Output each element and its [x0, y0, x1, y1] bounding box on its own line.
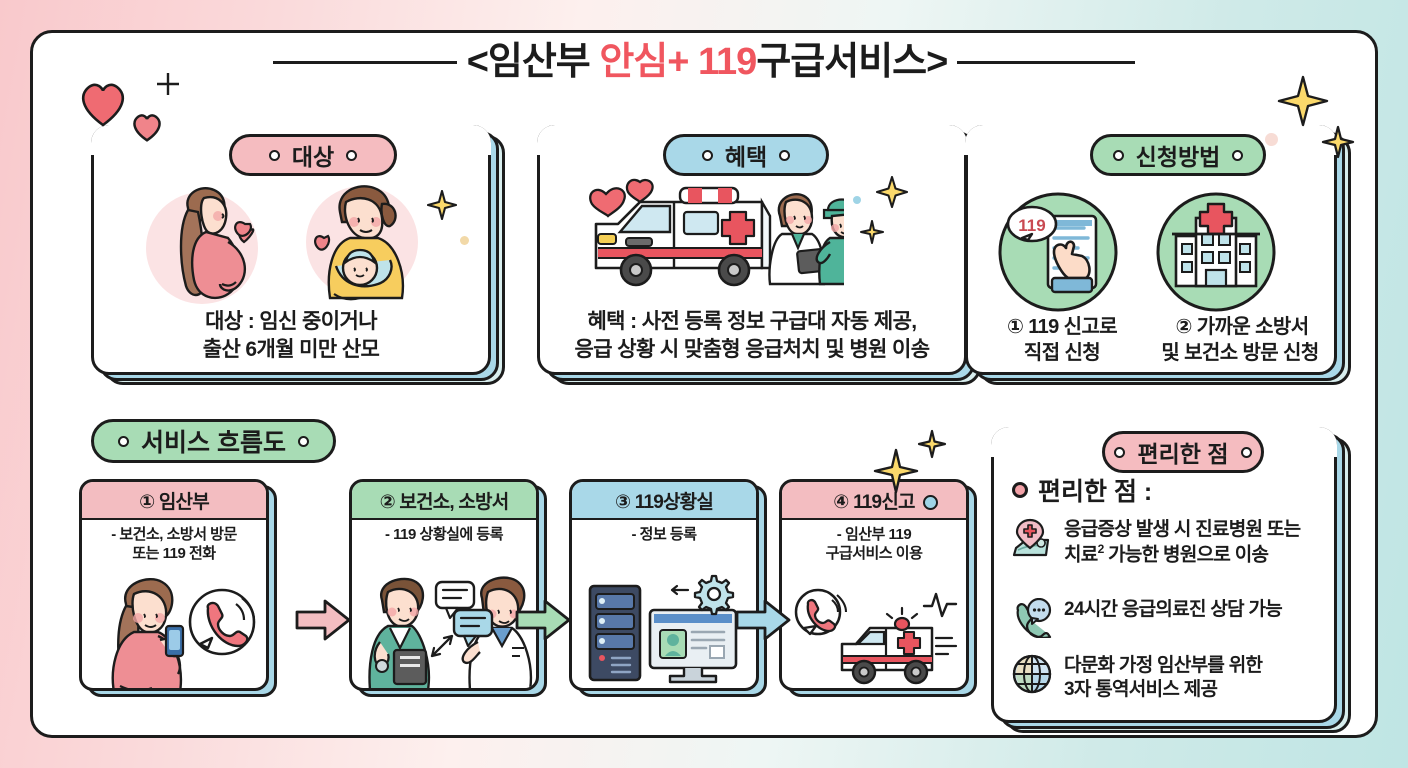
apply-option2-line1: ② 가까운 소방서	[1175, 316, 1309, 338]
badge-dot-right	[346, 149, 358, 161]
convenience-item-1: 응급증상 발생 시 진료병원 또는 치료2 가능한 병원으로 이송	[1012, 518, 1324, 568]
staff-consultation-illustration	[368, 576, 533, 688]
flow-arrow-3	[735, 599, 791, 641]
ambulance-call-illustration	[794, 588, 958, 685]
infographic-frame: <임산부 안심+ 119구급서비스>	[30, 30, 1378, 738]
benefit-text-line1: 혜택 : 사전 등록 정보 구급대 자동 제공,	[587, 310, 917, 333]
benefit-text-line2: 응급 상황 시 맞춤형 응급처치 및 병원 이송	[574, 338, 930, 361]
convenience-item-3-line2: 3자 통역서비스 제공	[1064, 679, 1218, 701]
bullet-ring-icon	[1012, 482, 1028, 498]
map-pin-hospital-icon	[1012, 518, 1050, 557]
apply-badge: 신청방법	[1090, 134, 1266, 176]
step-4: ④ 119신고 - 임산부 119 구급서비스 이용	[779, 479, 969, 691]
globe-icon	[1012, 654, 1052, 694]
convenience-item-2: 24시간 응급의료진 상담 가능	[1012, 598, 1324, 638]
badge-dot-right	[1240, 446, 1252, 458]
step-2-header: ② 보건소, 소방서	[352, 482, 536, 520]
mother-baby-illustration	[306, 185, 418, 301]
title-container: <임산부 안심+ 119구급서비스>	[33, 31, 1381, 93]
star-sparkle-small-icon-flow	[917, 429, 947, 459]
conv-item-1-line2a: 치료	[1064, 544, 1098, 566]
convenience-item-1-text: 응급증상 발생 시 진료병원 또는 치료2 가능한 병원으로 이송	[1064, 518, 1301, 568]
badge-dot-left	[1112, 149, 1124, 161]
step-3: ③ 119상황실 - 정보 등록	[569, 479, 759, 691]
page-title: <임산부 안심+ 119구급서비스>	[456, 41, 958, 83]
benefit-card: 혜택 : 사전 등록 정보 구급대 자동 제공, 응급 상황 시 맞춤형 응급처…	[537, 125, 967, 375]
flow-badge: 서비스 흐름도	[91, 419, 336, 463]
star-sparkle-small-icon-card2	[860, 220, 884, 244]
badge-dot-left	[268, 149, 280, 161]
dot-decoration-gold	[460, 236, 469, 245]
badge-dot-right	[779, 149, 791, 161]
convenience-item-1-line1: 응급증상 발생 시 진료병원 또는	[1064, 519, 1301, 540]
pregnant-woman-phone-illustration	[111, 578, 256, 688]
convenience-item-2-text: 24시간 응급의료진 상담 가능	[1064, 598, 1283, 622]
pregnant-woman-illustration	[146, 187, 258, 304]
conv-item-1-line2b: 가능한 병원으로 이송	[1103, 544, 1269, 566]
flow-badge-label: 서비스 흐름도	[141, 429, 286, 457]
form-119-application-icon: 119	[998, 192, 1118, 312]
convenience-badge: 편리한 점	[1102, 431, 1264, 473]
title-prefix: <임산부	[466, 41, 600, 83]
convenience-heading-label: 편리한 점 :	[1038, 478, 1153, 506]
step-3-body: - 정보 등록	[572, 520, 756, 545]
convenience-item-2-line1: 24시간 응급의료진 상담 가능	[1064, 599, 1283, 620]
step-3-header: ③ 119상황실	[572, 482, 756, 520]
badge-dot-left	[701, 149, 713, 161]
step-2-body: - 119 상황실에 등록	[352, 520, 536, 545]
step-4-body: - 임산부 119 구급서비스 이용	[782, 520, 966, 564]
flow-arrow-2	[515, 599, 571, 641]
title-highlight: 안심+ 119	[599, 41, 757, 83]
badge-dot-right	[1232, 149, 1244, 161]
convenience-item-3-line1: 다문화 가정 임산부를 위한	[1064, 655, 1263, 676]
step-1-body: - 보건소, 소방서 방문 또는 119 전화	[82, 520, 266, 564]
hospital-building-icon	[1156, 192, 1276, 312]
svg-text:119: 119	[1018, 216, 1045, 235]
step-4-body-line1: - 임산부 119	[836, 526, 912, 543]
step-1-body-line1: - 보건소, 소방서 방문	[111, 526, 237, 543]
apply-option1-line1: ① 119 신고로	[1006, 316, 1118, 338]
convenience-badge-label: 편리한 점	[1137, 441, 1229, 467]
step-1-body-line2: 또는 119 전화	[132, 544, 216, 562]
step-1-header: ① 임산부	[82, 482, 266, 520]
phone-chat-icon	[1016, 598, 1052, 638]
apply-badge-label: 신청방법	[1135, 144, 1221, 170]
conv-item-1-superscript: 2	[1097, 542, 1105, 557]
step-1: ① 임산부 - 보건소, 소방서 방문 또는 119 전화	[79, 479, 269, 691]
target-badge-label: 대상	[291, 144, 335, 170]
convenience-heading: 편리한 점 :	[1012, 472, 1152, 508]
badge-dot-left	[1114, 446, 1126, 458]
benefit-badge: 혜택	[663, 134, 829, 176]
flow-arrow-1	[295, 599, 351, 641]
badge-dot-left	[118, 435, 130, 447]
benefit-badge-label: 혜택	[724, 144, 768, 170]
step-4-body-line2: 구급서비스 이용	[825, 544, 923, 562]
star-sparkle-icon-card1	[427, 190, 457, 220]
convenience-item-3-text: 다문화 가정 임산부를 위한 3자 통역서비스 제공	[1064, 654, 1263, 703]
dot-decoration-blue-card2	[853, 196, 861, 204]
ambulance-illustration	[589, 178, 844, 287]
step-4-header: ④ 119신고	[782, 482, 966, 520]
star-sparkle-icon-card2	[876, 176, 908, 208]
title-suffix: 구급서비스>	[756, 41, 948, 83]
step-2-body-line1: - 119 상황실에 등록	[385, 526, 504, 543]
convenience-item-3: 다문화 가정 임산부를 위한 3자 통역서비스 제공	[1012, 654, 1324, 703]
target-text-line1: 대상 : 임신 중이거나	[205, 310, 377, 333]
badge-dot-right	[297, 435, 309, 447]
apply-option1-line2: 직접 신청	[1023, 342, 1101, 364]
target-badge: 대상	[229, 134, 397, 176]
server-monitor-illustration	[588, 574, 738, 684]
convenience-item-1-line2: 치료2 가능한 병원으로 이송	[1064, 542, 1300, 568]
target-text-line2: 출산 6개월 미만 산모	[202, 338, 380, 361]
step-2: ② 보건소, 소방서 - 119 상황실에 등록	[349, 479, 539, 691]
step-3-body-line1: - 정보 등록	[631, 526, 697, 543]
apply-option2-line2: 및 보건소 방문 신청	[1161, 342, 1319, 364]
